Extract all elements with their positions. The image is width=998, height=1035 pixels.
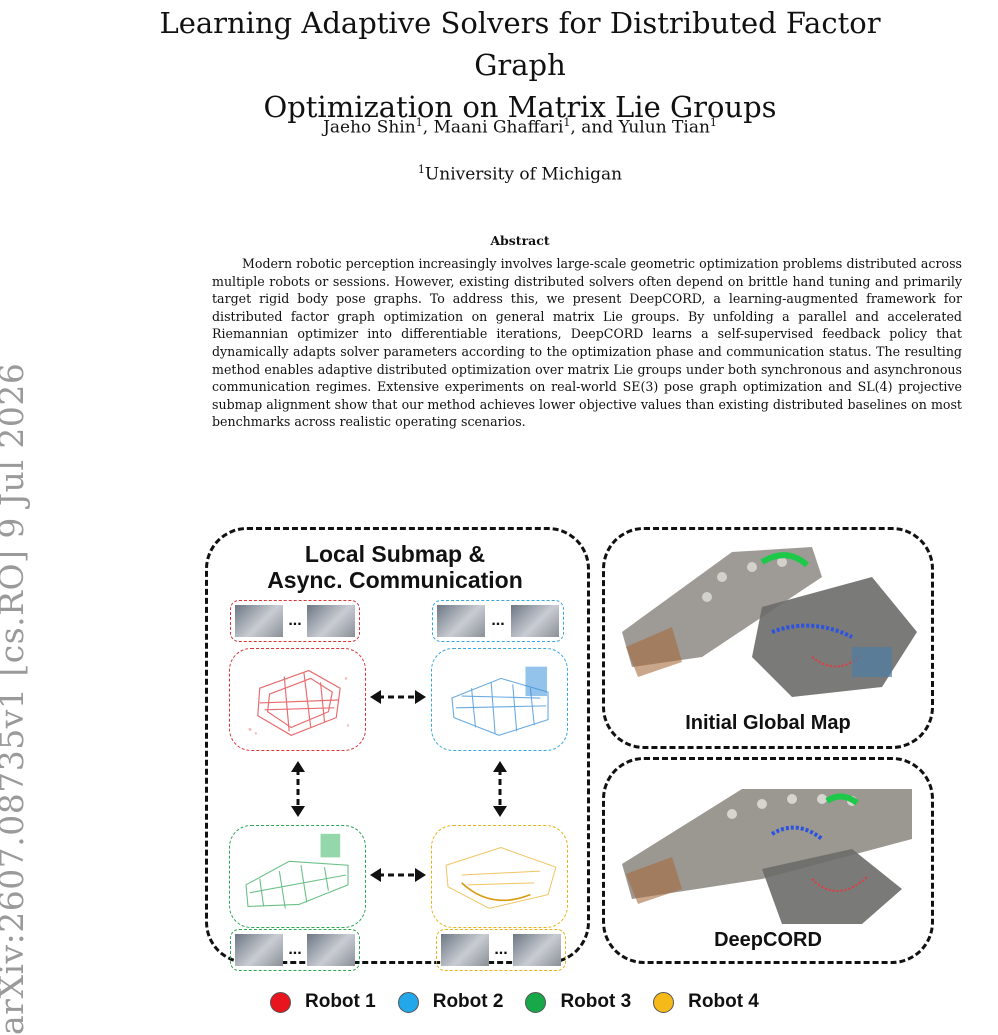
- deepcord-map-render: [622, 789, 912, 924]
- legend-item-robot-2: Robot 2: [397, 991, 504, 1013]
- author-affil-mark: 1: [709, 116, 717, 129]
- robot-2-point-cloud: [451, 666, 549, 736]
- camera-frame: [235, 605, 283, 637]
- communication-arrow-icon: [291, 761, 305, 817]
- affiliation-name: University of Michigan: [424, 164, 623, 185]
- deepcord-title: DeepCORD: [714, 929, 822, 951]
- robot-2-submap: [431, 648, 568, 751]
- legend-item-robot-1: Robot 1: [270, 991, 376, 1013]
- camera-frame: [441, 934, 489, 966]
- robot-4-color-dot-icon: [653, 991, 675, 1013]
- communication-arrow-icon: [370, 690, 426, 704]
- author-separator: ,: [422, 117, 434, 138]
- legend-label: Robot 2: [432, 991, 504, 1012]
- title-line-1: Learning Adaptive Solvers for Distribute…: [159, 6, 881, 82]
- robot-3-point-cloud: [245, 833, 349, 909]
- legend-label: Robot 1: [305, 991, 376, 1012]
- initial-map-title: Initial Global Map: [685, 712, 851, 734]
- ellipsis: ...: [288, 941, 302, 958]
- author-affil-mark: 1: [415, 116, 423, 129]
- ellipsis: ...: [491, 612, 505, 629]
- paper-title: Learning Adaptive Solvers for Distribute…: [120, 2, 920, 128]
- ellipsis: ...: [288, 612, 302, 629]
- robot-1-submap: [229, 648, 366, 751]
- initial-global-map-panel: [602, 527, 934, 749]
- arxiv-identifier: arXiv:2607.08735v1 [cs.RO] 9 Jul 2026: [0, 362, 31, 1035]
- robot-1-point-cloud: [248, 669, 350, 736]
- robot-3-submap: [229, 825, 366, 928]
- robot-3-image-strip: ...: [230, 929, 360, 971]
- robot-2-color-dot-icon: [397, 991, 419, 1013]
- title-line-2: Optimization on Matrix Lie Groups: [263, 90, 777, 124]
- legend-label: Robot 4: [688, 991, 759, 1012]
- local-title-line-2: Async. Communication: [267, 567, 523, 593]
- legend-label: Robot 3: [560, 991, 632, 1012]
- teaser-figure: Local Submap & Async. Communication ... …: [200, 525, 940, 1005]
- author-affil-mark: 1: [563, 116, 571, 129]
- robot-4-submap: [431, 825, 568, 928]
- author-name: Maani Ghaffari: [433, 117, 564, 138]
- legend-item-robot-3: Robot 3: [525, 991, 631, 1013]
- camera-frame: [307, 934, 355, 966]
- abstract-body: Modern robotic perception increasingly i…: [212, 256, 962, 430]
- local-submap-panel: [205, 527, 590, 964]
- affiliation: 1University of Michigan: [120, 163, 920, 185]
- deepcord-map-panel: [602, 757, 934, 964]
- local-title-line-1: Local Submap &: [304, 541, 486, 567]
- robot-2-image-strip: ...: [432, 600, 564, 642]
- robot-4-image-strip: ...: [436, 929, 566, 971]
- initial-global-map-render: [622, 547, 917, 697]
- robot-4-point-cloud: [445, 847, 557, 909]
- local-panel-title: Local Submap & Async. Communication: [200, 541, 590, 593]
- communication-arrow-icon: [370, 868, 426, 882]
- camera-frame: [511, 605, 559, 637]
- robot-1-color-dot-icon: [270, 991, 291, 1013]
- abstract-heading: Abstract: [490, 233, 550, 248]
- robot-1-image-strip: ...: [230, 600, 360, 642]
- camera-frame: [437, 605, 485, 637]
- author-name: Jaeho Shin: [323, 117, 416, 138]
- camera-frame: [307, 605, 355, 637]
- author-name: Yulun Tian: [618, 117, 710, 138]
- camera-frame: [513, 934, 561, 966]
- ellipsis: ...: [494, 941, 508, 958]
- camera-frame: [235, 934, 283, 966]
- legend-item-robot-4: Robot 4: [653, 991, 759, 1013]
- affiliation-mark: 1: [417, 163, 425, 176]
- communication-arrow-icon: [493, 761, 507, 817]
- author-list: Jaeho Shin1, Maani Ghaffari1, and Yulun …: [120, 116, 920, 138]
- robot-3-color-dot-icon: [525, 991, 547, 1013]
- author-separator: , and: [570, 117, 619, 138]
- robot-legend: Robot 1 Robot 2 Robot 3 Robot 4: [270, 991, 781, 1013]
